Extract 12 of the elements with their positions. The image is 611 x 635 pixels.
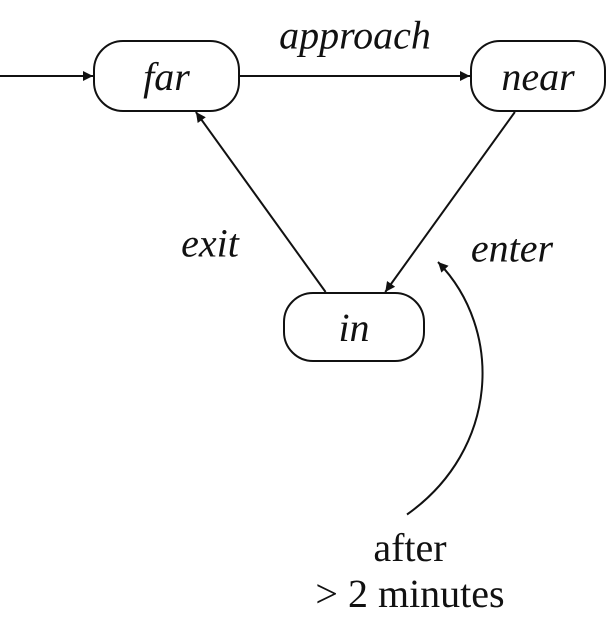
edge-label: enter [470, 224, 554, 272]
arrow [195, 111, 326, 293]
state-box: far [93, 40, 240, 112]
arrow [240, 71, 470, 81]
edge-label: approach [279, 12, 431, 58]
state-box: in [283, 292, 425, 362]
arrow [384, 111, 516, 293]
arrow [406, 261, 484, 516]
state-box: near [470, 40, 606, 112]
note-text: after > 2 minutes [260, 525, 560, 630]
edge-label: exit [181, 220, 239, 266]
arrow [0, 71, 93, 81]
